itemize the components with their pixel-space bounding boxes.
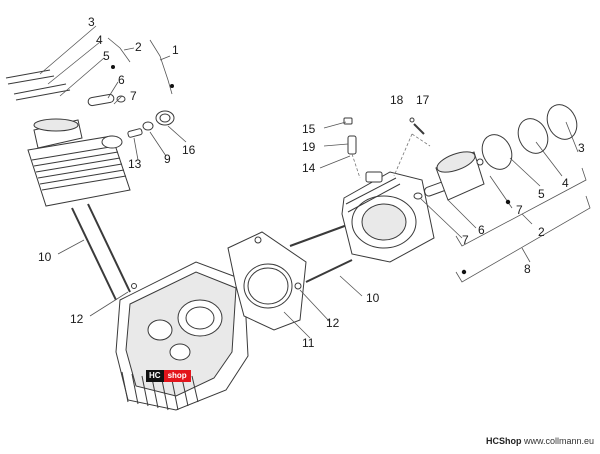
stud-bolts-left [71,203,137,301]
footer-brand: HCShop [485,436,522,446]
piston-pin-left [87,93,126,107]
label-4-right: 4 [562,176,569,190]
label-15: 15 [302,122,316,136]
label-13: 13 [128,157,142,171]
label-7-right: 7 [516,203,523,217]
label-2-right: 2 [538,225,545,239]
label-14: 14 [302,161,316,175]
label-18: 18 [390,93,404,107]
hc-shop-badge: HC shop [146,370,191,382]
cap-16 [155,110,175,126]
label-19: 19 [302,140,316,154]
label-12: 12 [70,312,84,326]
label-5: 5 [103,49,110,63]
label-10-right: 10 [366,291,380,305]
label-3: 3 [88,15,95,29]
badge-shop: shop [163,370,191,382]
small-parts-17-18 [393,117,431,177]
small-parts-14-15-19 [343,117,361,179]
piston-right [435,151,485,201]
label-11: 11 [302,336,315,350]
rings-right [476,104,578,170]
nozzle-13 [127,128,143,138]
label-9: 9 [164,152,171,166]
label-6-right: 6 [478,223,485,237]
label-8: 8 [524,262,531,276]
label-16: 16 [182,143,196,157]
label-12-right: 12 [326,316,340,330]
gasket-11 [227,231,307,331]
label-17: 17 [416,93,430,107]
label-7: 7 [130,89,137,103]
label-6: 6 [118,73,125,87]
piston-left [33,118,83,149]
piston-pin-right [413,180,451,200]
footer-credit: HCShop www.collmann.eu [486,436,594,446]
badge-hc: HC [146,370,164,382]
stud-bolts-right [289,223,353,290]
leader-lines [39,25,591,339]
footer-site[interactable]: www.collmann.eu [523,436,594,446]
label-7-right-lower: 7 [462,233,469,247]
label-5-right: 5 [538,187,545,201]
marker-dots [111,65,511,275]
label-10: 10 [38,250,52,264]
cylinder-left [27,135,131,207]
cylinder-right [341,171,435,263]
label-2: 2 [135,40,142,54]
label-3-right: 3 [578,141,585,155]
callout-labels: 1 2 3 4 5 6 7 13 9 16 10 12 15 19 14 18 … [38,15,585,350]
seal-9 [142,121,154,131]
label-4: 4 [96,33,103,47]
label-1: 1 [172,43,179,57]
